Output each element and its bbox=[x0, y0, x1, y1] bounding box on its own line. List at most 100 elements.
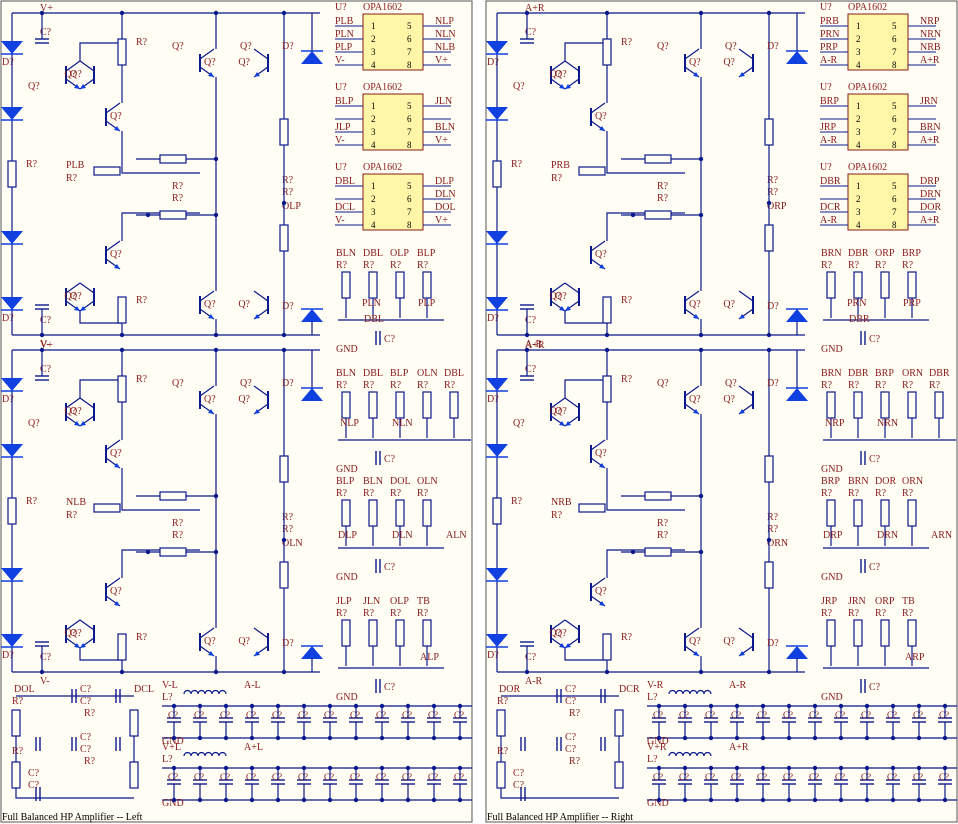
transistor: Q? bbox=[64, 60, 95, 90]
resistor-body bbox=[159, 210, 187, 220]
bank-net-label: BRN bbox=[848, 476, 869, 487]
transistor: Q? bbox=[65, 397, 82, 427]
diode bbox=[486, 297, 508, 311]
transistor-arrow bbox=[565, 306, 571, 311]
transistor-ref: Q? bbox=[595, 586, 607, 597]
resistor bbox=[422, 391, 432, 419]
transistor: Q? bbox=[199, 385, 216, 415]
resistor bbox=[826, 619, 836, 647]
ic-pin-number: 4 bbox=[856, 140, 861, 150]
resistor bbox=[644, 210, 672, 220]
capacitor: C? bbox=[860, 559, 881, 573]
resistor-ref: R? bbox=[657, 181, 669, 192]
resistor bbox=[853, 499, 863, 527]
bank-net-label: BRP bbox=[902, 248, 921, 259]
resistor-ref: R? bbox=[848, 380, 860, 391]
resistor bbox=[159, 210, 187, 220]
transistor: Q? bbox=[590, 102, 607, 132]
transistor-arrow bbox=[565, 643, 571, 648]
ic-pin-number: 3 bbox=[856, 207, 861, 217]
ic-pin-number: 5 bbox=[407, 101, 412, 111]
transistor: Q? bbox=[723, 385, 754, 415]
regulator-net-label: V-L bbox=[162, 680, 178, 691]
transistor-ref: Q? bbox=[725, 41, 737, 52]
transistor-ref: Q? bbox=[689, 57, 701, 68]
transistor: Q? bbox=[549, 397, 580, 427]
transistor: Q? bbox=[65, 60, 82, 90]
bank-net-label: BLP bbox=[417, 248, 436, 259]
capacitor-ref: C? bbox=[869, 454, 881, 465]
transistor: Q? bbox=[684, 627, 701, 657]
capacitor: C? bbox=[860, 451, 881, 465]
transistor-ref: Q? bbox=[110, 111, 122, 122]
ic-part: OPA1602 bbox=[363, 82, 402, 93]
resistor-ref: R? bbox=[136, 295, 148, 306]
transistor-arrow bbox=[74, 643, 80, 648]
resistor: R? bbox=[602, 295, 633, 324]
diode-body bbox=[301, 388, 323, 401]
bank-net-label: NRP bbox=[825, 418, 845, 429]
resistor-ref: R? bbox=[444, 380, 456, 391]
resistor-ref: R? bbox=[875, 608, 887, 619]
ic-pin-number: 6 bbox=[892, 34, 897, 44]
wire bbox=[564, 311, 608, 335]
resistor bbox=[159, 547, 187, 557]
capacitor-ref: C? bbox=[350, 772, 360, 782]
wire bbox=[606, 468, 685, 511]
transistor-ref: Q? bbox=[110, 586, 122, 597]
transistor-collector bbox=[199, 290, 215, 302]
bank-net-label: DBL bbox=[444, 368, 464, 379]
resistor-ref: R? bbox=[336, 488, 348, 499]
diode bbox=[486, 568, 508, 582]
transistor-collector bbox=[65, 619, 81, 631]
resistor-body bbox=[341, 391, 351, 419]
bank-net-label: DBR bbox=[849, 314, 870, 325]
resistor-ref: R? bbox=[569, 756, 581, 767]
capacitor-ref: C? bbox=[525, 27, 537, 38]
resistor-body bbox=[159, 491, 187, 501]
resistor-ref: R? bbox=[136, 632, 148, 643]
resistor-ref: R? bbox=[511, 496, 523, 507]
transistor-ref: Q? bbox=[549, 69, 561, 80]
resistor-ref: R? bbox=[848, 608, 860, 619]
capacitor bbox=[35, 737, 41, 751]
capacitor-ref: C? bbox=[428, 772, 438, 782]
diode-ref: D? bbox=[2, 650, 14, 661]
resistor-ref: R? bbox=[336, 608, 348, 619]
bank-net-label: ARP bbox=[905, 652, 925, 663]
resistor-ref: R? bbox=[26, 159, 38, 170]
stage-net-label: NRB bbox=[551, 497, 572, 508]
resistor-ref: R? bbox=[929, 380, 941, 391]
resistor: R? bbox=[492, 159, 523, 188]
ic-pin-number: 1 bbox=[371, 181, 376, 191]
ic-net-label: BRN bbox=[920, 122, 941, 133]
transistor-ref: Q? bbox=[513, 81, 525, 92]
wire bbox=[79, 13, 123, 61]
ic-body bbox=[847, 173, 909, 231]
capacitor-ref: C? bbox=[513, 768, 525, 779]
ic-net-label: DRN bbox=[920, 189, 941, 200]
ic-pin-number: 3 bbox=[856, 127, 861, 137]
capacitor bbox=[600, 689, 606, 703]
capacitor-ref: C? bbox=[513, 780, 525, 791]
capacitor-ref: C? bbox=[861, 772, 871, 782]
resistor bbox=[907, 499, 917, 527]
resistor bbox=[880, 619, 890, 647]
ic-pin-number: 5 bbox=[892, 101, 897, 111]
diode-body bbox=[486, 41, 508, 54]
ic-part: OPA1602 bbox=[363, 162, 402, 173]
resistor bbox=[880, 391, 890, 419]
ic-net-label: NLN bbox=[435, 29, 456, 40]
capacitor-ref: C? bbox=[565, 684, 577, 695]
diode-ref: D? bbox=[2, 313, 14, 324]
capacitor-ref: C? bbox=[525, 652, 537, 663]
resistor-body bbox=[644, 491, 672, 501]
capacitor-ref: C? bbox=[653, 710, 663, 720]
resistor: R? bbox=[117, 632, 148, 661]
resistor bbox=[764, 118, 774, 146]
ic-net-label: A+R bbox=[920, 55, 940, 66]
capacitor-ref: C? bbox=[220, 772, 230, 782]
